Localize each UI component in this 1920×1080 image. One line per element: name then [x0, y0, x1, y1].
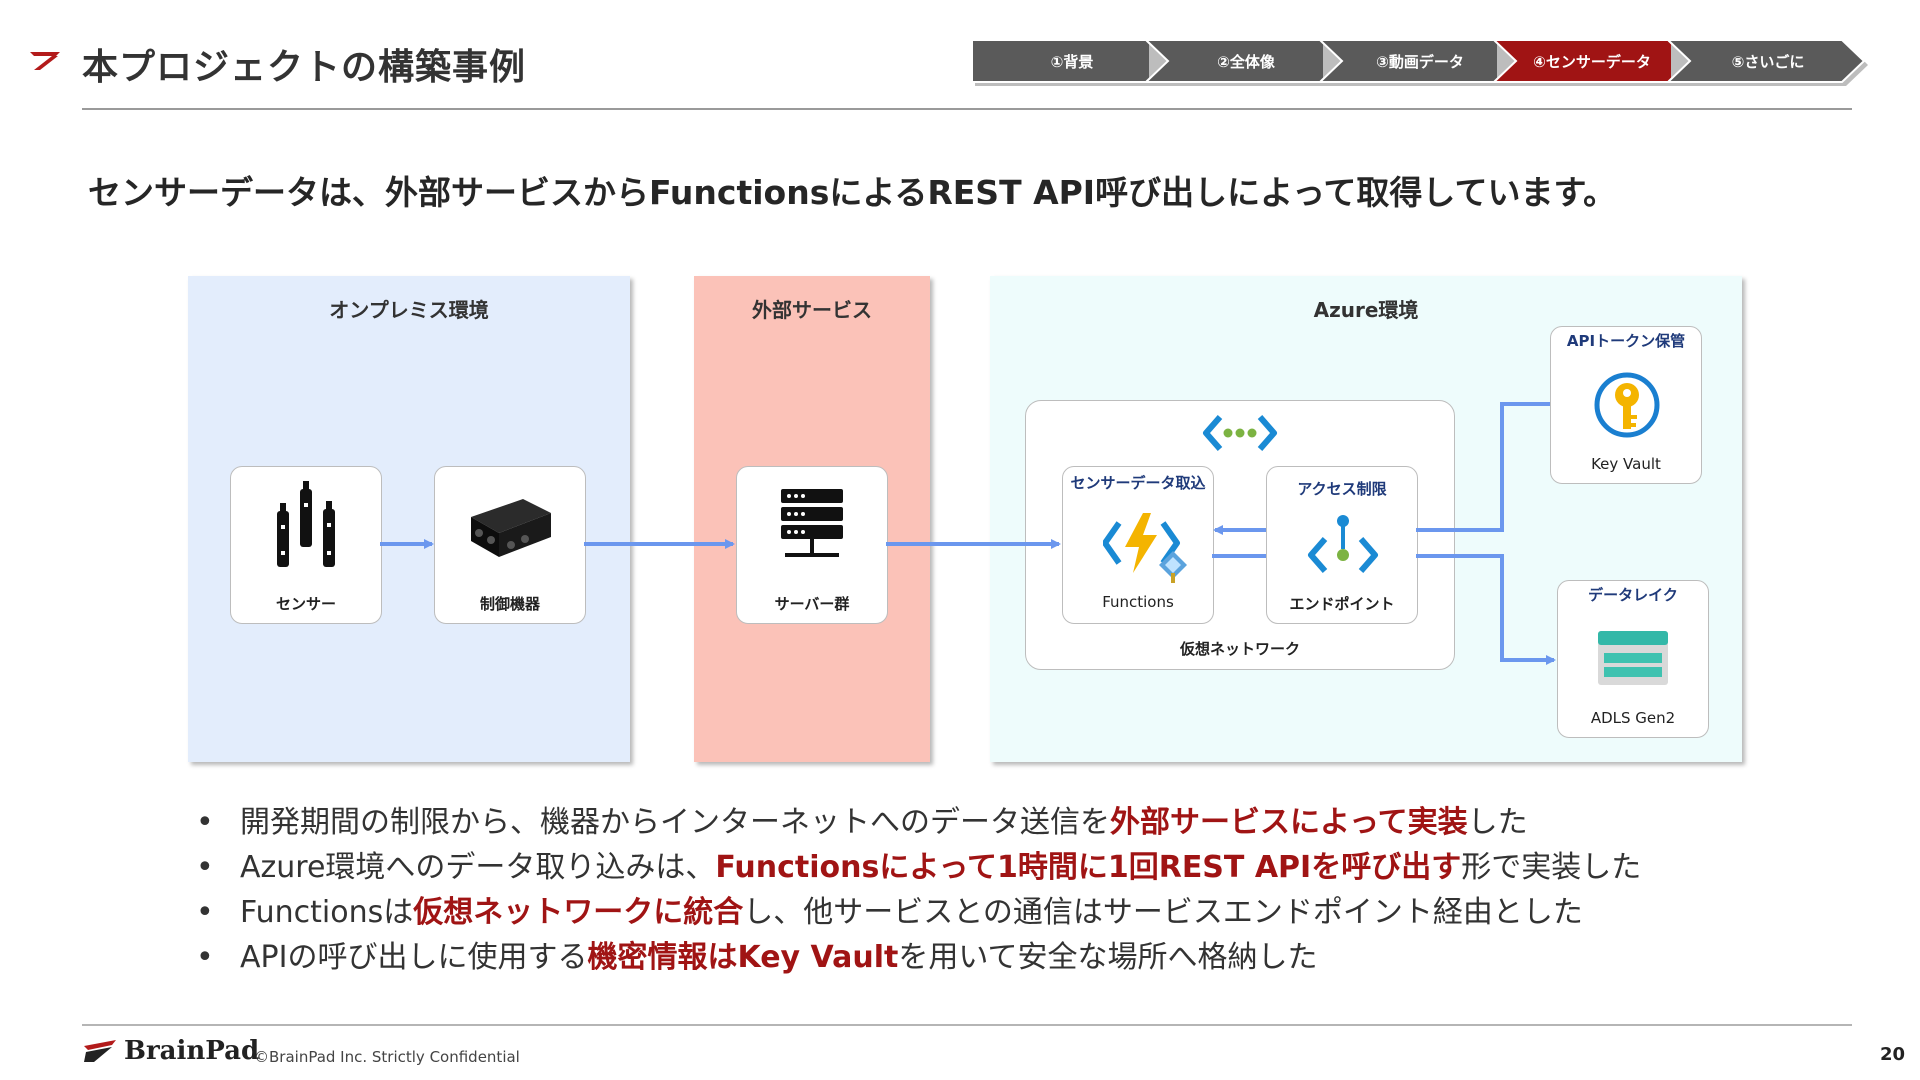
- bullet-text: APIの呼び出しに使用する: [240, 940, 588, 975]
- header-divider: [82, 108, 1852, 110]
- brand-mark-icon: [30, 46, 70, 76]
- step-1[interactable]: ①背景: [972, 40, 1172, 86]
- bullet-dot: •: [196, 895, 214, 930]
- bullet-item: • APIの呼び出しに使用する機密情報はKey Vaultを用いて安全な場所へ格納…: [190, 935, 1870, 980]
- step-chevron-shape: [1146, 40, 1346, 86]
- external-zone-title: 外部サービス: [752, 298, 872, 322]
- controller-device-icon: [465, 495, 555, 567]
- functions-label: Functions: [1102, 593, 1174, 611]
- server-label: サーバー群: [774, 595, 850, 613]
- brainpad-logo-icon: [82, 1038, 124, 1068]
- vnet-icon: [1202, 411, 1278, 459]
- key-points-list: • 開発期間の制限から、機器からインターネットへのデータ送信を外部サービスによって…: [190, 800, 1870, 980]
- bullet-item: • Functionsは仮想ネットワークに統合し、他サービスとの通信はサービスエン…: [190, 890, 1870, 935]
- step-chevron-shape: [1668, 40, 1868, 86]
- page-number: 20: [1880, 1044, 1906, 1065]
- bullet-text: した: [1467, 805, 1528, 840]
- step-chevron-shape: [1494, 40, 1694, 86]
- step-4[interactable]: ④センサーデータ: [1494, 40, 1694, 86]
- endpoint-label: エンドポイント: [1289, 595, 1395, 613]
- bullet-dot: •: [196, 805, 214, 840]
- step-label: ④センサーデータ: [1533, 53, 1651, 71]
- bullet-text: を用いて安全な場所へ格納した: [898, 940, 1318, 975]
- bullet-dot: •: [196, 850, 214, 885]
- key-vault-icon: [1593, 371, 1661, 443]
- step-3[interactable]: ③動画データ: [1320, 40, 1520, 86]
- endpoint-title: アクセス制限: [1297, 480, 1387, 498]
- bullet-text: Azure環境へのデータ取り込みは、: [240, 850, 716, 885]
- keyvault-title: APIトークン保管: [1566, 332, 1686, 350]
- footer-divider: [82, 1024, 1852, 1026]
- bullet-item: • 開発期間の制限から、機器からインターネットへのデータ送信を外部サービスによって…: [190, 800, 1870, 845]
- endpoint-icon: [1307, 513, 1379, 583]
- functions-icon: [1102, 513, 1199, 589]
- bullet-highlight: 機密情報はKey Vault: [587, 940, 899, 975]
- bullet-text: し、他サービスとの通信はサービスエンドポイント経由とした: [743, 895, 1583, 930]
- datalake-node: データレイク ADLS Gen2: [1557, 580, 1709, 738]
- server-node: サーバー群: [736, 466, 888, 624]
- adls-storage-icon: [1598, 631, 1668, 689]
- controller-node: 制御機器: [434, 466, 586, 624]
- controller-label: 制御機器: [479, 595, 540, 613]
- copyright-notice: ©BrainPad Inc. Strictly Confidential: [254, 1048, 520, 1066]
- server-icon: [781, 489, 843, 569]
- azure-zone-title: Azure環境: [1313, 298, 1419, 322]
- datalake-label: ADLS Gen2: [1590, 709, 1676, 727]
- bullet-highlight: 仮想ネットワークに統合: [413, 895, 744, 930]
- vnet-label: 仮想ネットワーク: [1179, 640, 1300, 658]
- sensor-node: センサー: [230, 466, 382, 624]
- step-chevron-shape: [972, 40, 1172, 86]
- bullet-dot: •: [196, 940, 214, 975]
- brand-name: BrainPad: [124, 1036, 260, 1066]
- page-title: 本プロジェクトの構築事例: [82, 47, 527, 88]
- keyvault-node: APIトークン保管 Key Vault: [1550, 326, 1702, 484]
- datalake-title: データレイク: [1588, 586, 1678, 604]
- bullet-text: 開発期間の制限から、機器からインターネットへのデータ送信を: [240, 805, 1110, 840]
- architecture-diagram: オンプレミス環境 外部サービス Azure環境 仮想ネットワーク: [180, 268, 1750, 768]
- bullet-text: Functionsは: [240, 895, 414, 930]
- bullet-highlight: Functionsによって1時間に1回REST APIを呼び出す: [715, 850, 1462, 885]
- functions-title: センサーデータ取込: [1070, 474, 1206, 492]
- step-2[interactable]: ②全体像: [1146, 40, 1346, 86]
- onprem-zone-title: オンプレミス環境: [329, 298, 489, 322]
- endpoint-node: アクセス制限 エンドポイント: [1266, 466, 1418, 624]
- step-label: ⑤さいごに: [1731, 53, 1805, 71]
- bullet-item: • Azure環境へのデータ取り込みは、Functionsによって1時間に1回RE…: [190, 845, 1870, 890]
- step-label: ①背景: [1050, 53, 1094, 71]
- functions-node: センサーデータ取込 Functions: [1062, 466, 1214, 624]
- step-label: ②全体像: [1217, 53, 1275, 71]
- bullet-text: 形で実装した: [1461, 850, 1642, 885]
- keyvault-label: Key Vault: [1591, 455, 1661, 473]
- step-5[interactable]: ⑤さいごに: [1668, 40, 1868, 86]
- slide-headline: センサーデータは、外部サービスからFunctionsによるREST API呼び出…: [88, 173, 1617, 212]
- sensor-icon: [269, 481, 343, 577]
- bullet-highlight: 外部サービスによって実装: [1110, 805, 1468, 840]
- step-navigation: ①背景 ②全体像 ③動画データ ④センサーデータ ⑤さいごに: [972, 40, 1868, 90]
- sensor-label: センサー: [275, 595, 336, 613]
- step-label: ③動画データ: [1376, 53, 1464, 71]
